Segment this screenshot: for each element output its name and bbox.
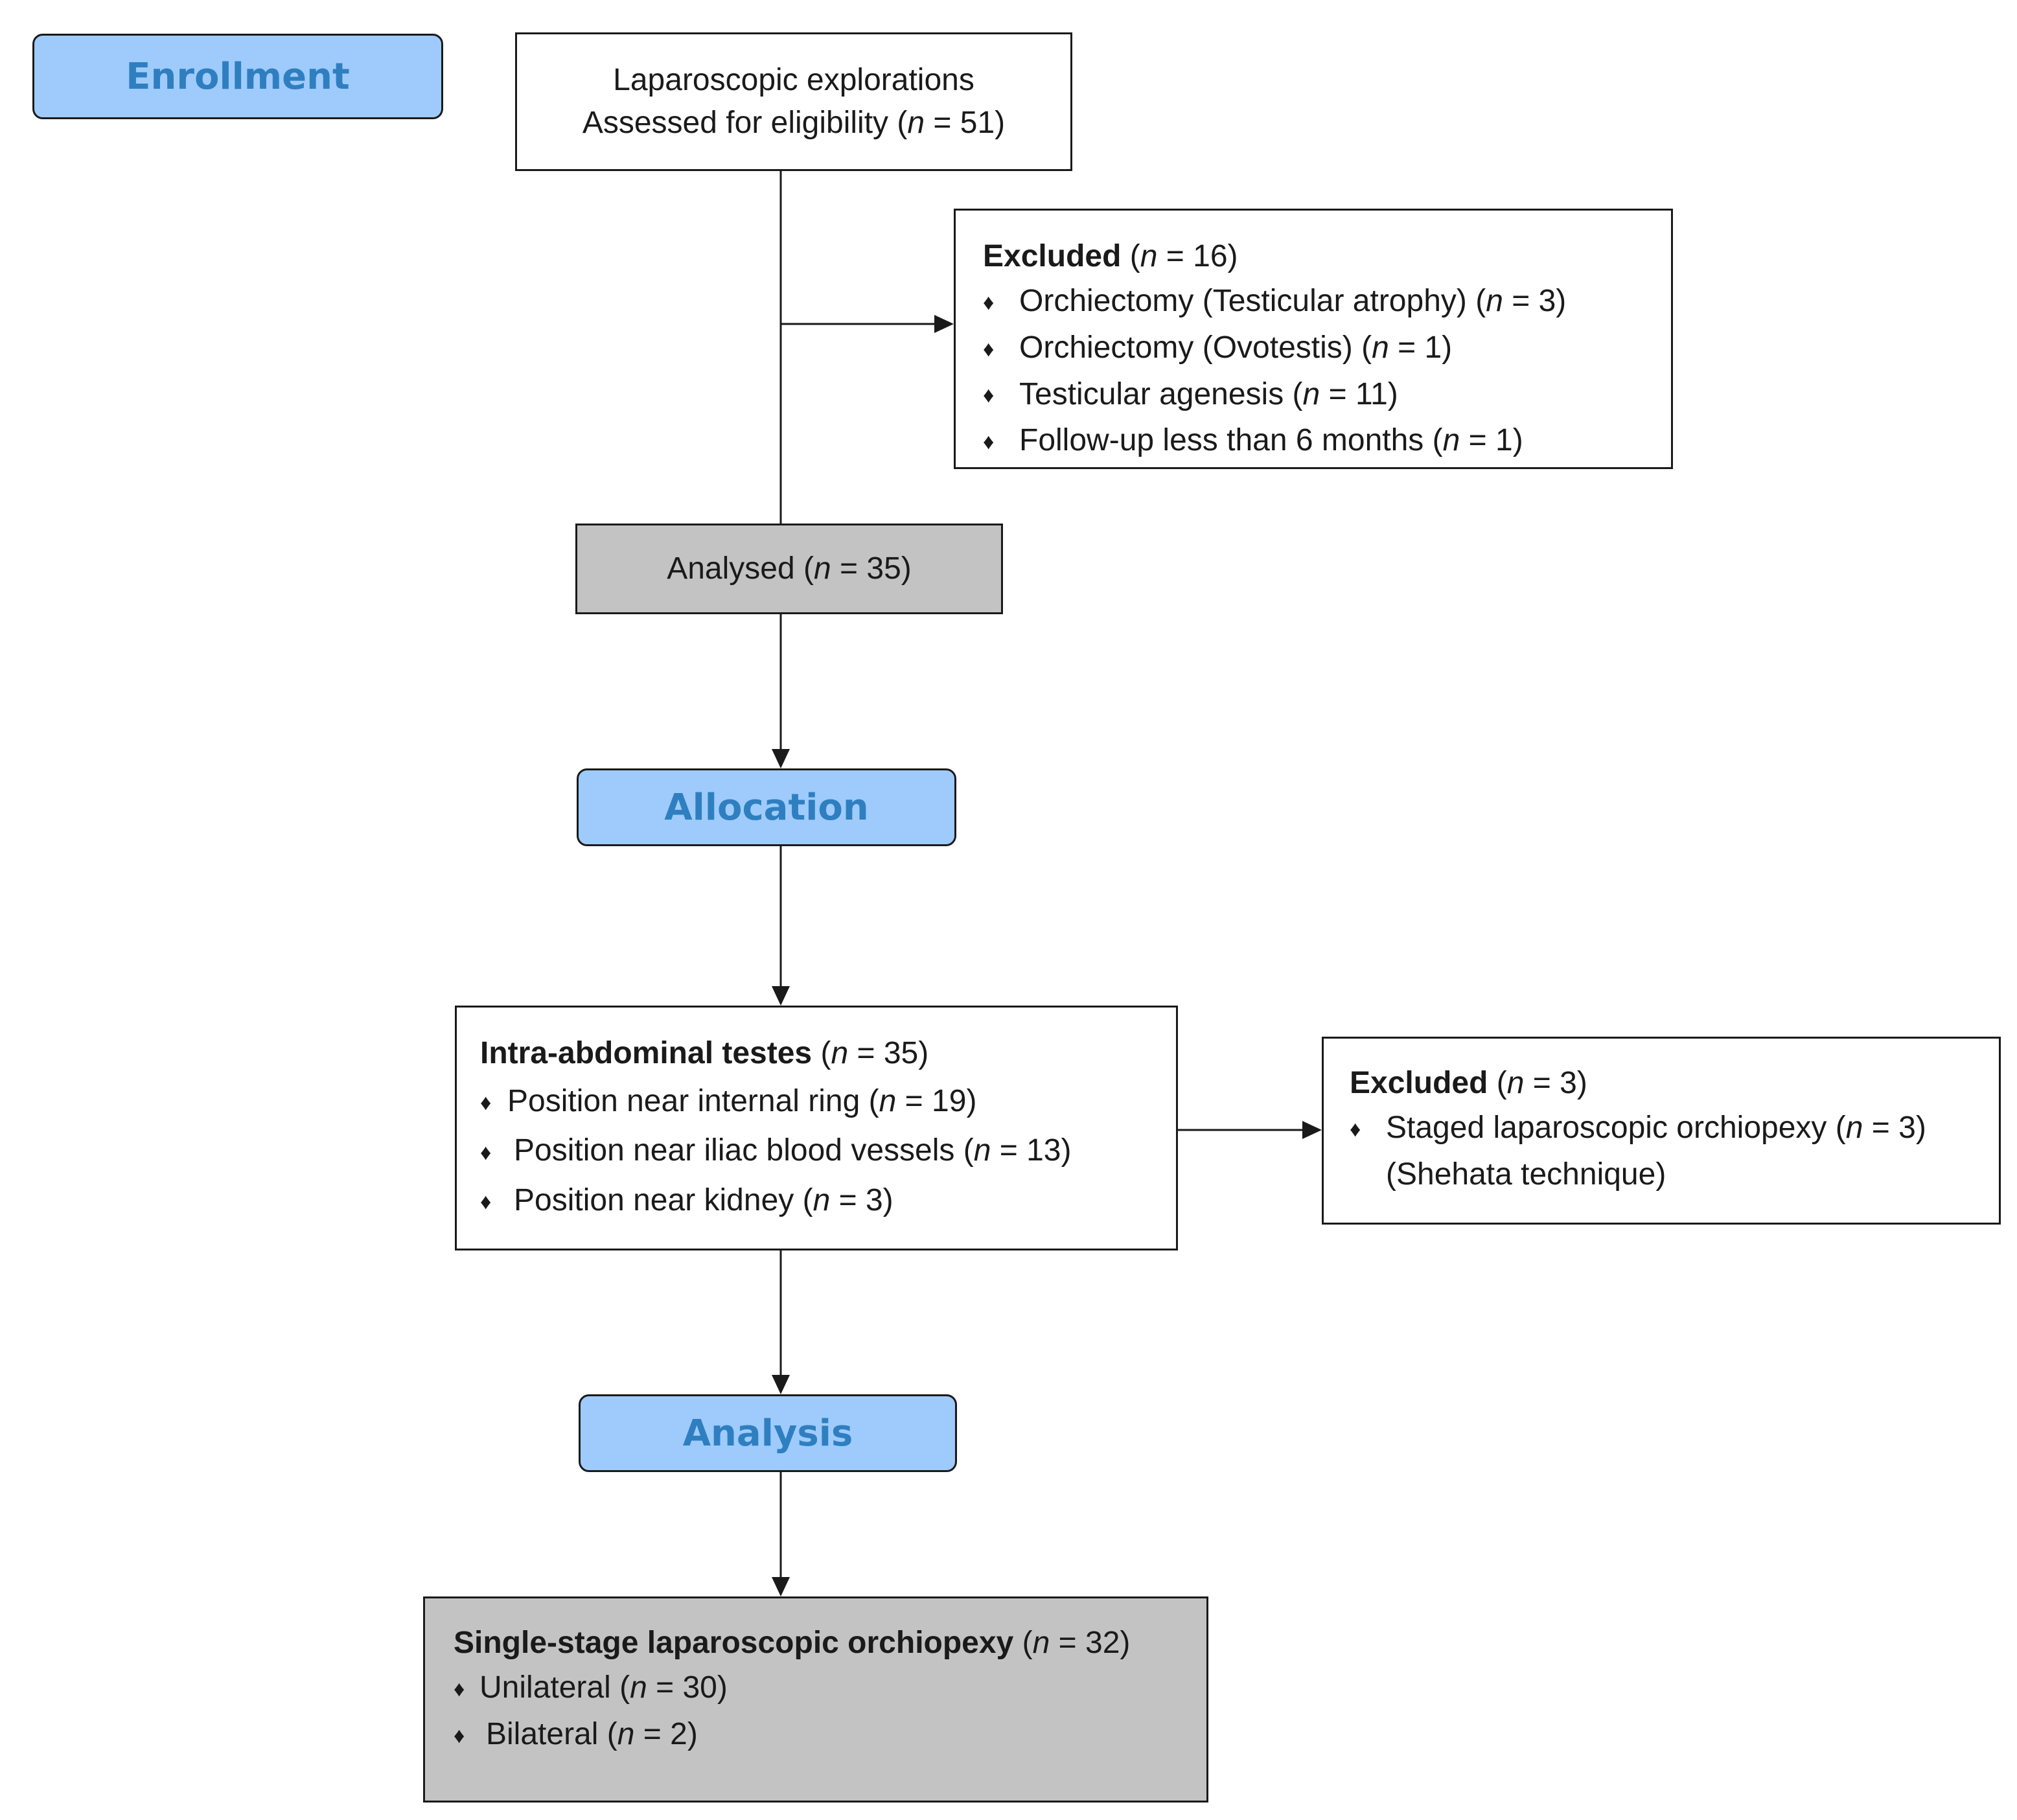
- excluded-1-header: Excluded (n = 16): [983, 234, 1671, 279]
- single-stage-title: Single-stage laparoscopic orchiopexy: [454, 1626, 1014, 1660]
- excluded-1-item-label: Testicular agenesis (: [1019, 376, 1303, 411]
- intra-item-count: = 13): [991, 1133, 1072, 1168]
- diamond-bullet-icon: ♦: [480, 1140, 492, 1165]
- excluded-1-item-count: = 1): [1460, 423, 1523, 458]
- diamond-bullet-icon: ♦: [454, 1676, 465, 1701]
- intra-count: = 35): [848, 1036, 929, 1070]
- excluded-2-item-label: Staged laparoscopic orchiopexy (: [1386, 1111, 1846, 1145]
- excluded-1-item-count: = 3): [1503, 284, 1567, 318]
- arrowhead-excluded-1: [934, 315, 954, 333]
- n-symbol: n: [617, 1716, 635, 1751]
- excluded-1-title-open: (: [1121, 239, 1140, 273]
- arrowhead-excluded-2: [1302, 1121, 1322, 1139]
- diamond-bullet-icon: ♦: [983, 383, 995, 408]
- excluded-2-title: Excluded: [1350, 1066, 1488, 1100]
- excluded-2-item-count: = 3): [1863, 1111, 1926, 1145]
- list-item: ♦ Staged laparoscopic orchiopexy (n = 3): [1350, 1105, 1999, 1152]
- assessed-line-1: Laparoscopic explorations: [613, 63, 974, 97]
- diamond-bullet-icon: ♦: [983, 336, 995, 362]
- n-symbol: n: [630, 1670, 647, 1705]
- n-symbol: n: [814, 551, 831, 586]
- arrowhead-single-stage: [772, 1577, 790, 1596]
- arrowhead-intra: [772, 986, 790, 1006]
- stage-allocation: Allocation: [577, 768, 956, 846]
- single-stage-title-open: (: [1013, 1626, 1033, 1660]
- single-stage-item-count: = 30): [647, 1670, 728, 1705]
- list-item: ♦ Position near iliac blood vessels (n = …: [480, 1127, 1176, 1176]
- stage-analysis: Analysis: [579, 1394, 957, 1472]
- n-symbol: n: [1032, 1626, 1050, 1660]
- list-item: ♦ Position near kidney (n = 3): [480, 1177, 1176, 1226]
- intra-item-label: Position near kidney (: [514, 1182, 813, 1217]
- excluded-1-item-label: Follow-up less than 6 months (: [1019, 423, 1443, 458]
- arrowhead-analysis: [772, 1375, 790, 1394]
- assessed-count: = 51): [925, 106, 1006, 140]
- list-item: ♦ Position near internal ring (n = 19): [480, 1077, 1176, 1127]
- excluded-2-count: = 3): [1524, 1066, 1587, 1100]
- diamond-bullet-icon: ♦: [1350, 1116, 1361, 1142]
- intra-header: Intra-abdominal testes (n = 35): [480, 1030, 1176, 1077]
- list-item: ♦ Bilateral (n = 2): [454, 1712, 1206, 1758]
- n-symbol: n: [831, 1036, 849, 1070]
- list-item: ♦ Follow-up less than 6 months (n = 1): [983, 418, 1671, 465]
- intra-item-count: = 3): [830, 1182, 893, 1217]
- n-symbol: n: [879, 1084, 897, 1118]
- single-stage-header: Single-stage laparoscopic orchiopexy (n …: [454, 1620, 1206, 1665]
- excluded-1-count: = 16): [1157, 239, 1238, 273]
- list-item: ♦ Orchiectomy (Ovotestis) (n = 1): [983, 325, 1671, 372]
- n-symbol: n: [1486, 284, 1503, 318]
- n-symbol: n: [1372, 330, 1389, 365]
- excluded-1-title: Excluded: [983, 239, 1122, 273]
- n-symbol: n: [973, 1133, 991, 1168]
- assessed-box: Laparoscopic explorations Assessed for e…: [515, 32, 1072, 171]
- n-symbol: n: [1140, 239, 1158, 273]
- list-item: ♦ Testicular agenesis (n = 11): [983, 372, 1671, 419]
- diamond-bullet-icon: ♦: [480, 1090, 492, 1116]
- single-stage-box: Single-stage laparoscopic orchiopexy (n …: [423, 1596, 1208, 1803]
- list-item: ♦ Orchiectomy (Testicular atrophy) (n = 3…: [983, 279, 1671, 325]
- n-symbol: n: [1845, 1111, 1863, 1145]
- intra-title-open: (: [812, 1036, 831, 1070]
- single-stage-item-count: = 2): [634, 1716, 698, 1751]
- analysed-prefix: Analysed (: [667, 551, 814, 586]
- assessed-prefix: Assessed for eligibility (: [582, 106, 908, 140]
- excluded-1-item-label: Orchiectomy (Ovotestis) (: [1019, 330, 1372, 365]
- assessed-line-2: Assessed for eligibility (n = 51): [582, 102, 1005, 144]
- intra-title: Intra-abdominal testes: [480, 1036, 813, 1070]
- n-symbol: n: [1302, 376, 1320, 411]
- intra-item-count: = 19): [896, 1084, 977, 1118]
- n-symbol: n: [1442, 423, 1460, 458]
- single-stage-item-label: Unilateral (: [479, 1670, 630, 1705]
- single-stage-item-label: Bilateral (: [486, 1716, 617, 1751]
- excluded-1-item-count: = 11): [1320, 376, 1398, 411]
- diamond-bullet-icon: ♦: [480, 1189, 492, 1214]
- excluded-2-continuation: (Shehata technique): [1386, 1157, 1666, 1192]
- n-symbol: n: [1506, 1066, 1525, 1100]
- n-symbol: n: [907, 106, 925, 140]
- excluded-1-item-count: = 1): [1389, 330, 1453, 365]
- diamond-bullet-icon: ♦: [983, 430, 995, 455]
- diamond-bullet-icon: ♦: [983, 290, 995, 315]
- list-item: ♦ Unilateral (n = 30): [454, 1665, 1206, 1712]
- excluded-1-item-label: Orchiectomy (Testicular atrophy) (: [1019, 284, 1486, 318]
- stage-enrollment: Enrollment: [32, 34, 443, 119]
- excluded-box-2: Excluded (n = 3) ♦Staged laparoscopic or…: [1322, 1037, 2001, 1225]
- analysed-box: Analysed (n = 35): [575, 524, 1003, 614]
- analysed-line: Analysed (n = 35): [667, 547, 912, 590]
- diamond-bullet-icon: ♦: [454, 1723, 465, 1748]
- analysed-count: = 35): [831, 551, 912, 586]
- excluded-box-1: Excluded (n = 16) ♦Orchiectomy (Testicul…: [954, 209, 1673, 469]
- excluded-2-title-open: (: [1488, 1066, 1507, 1100]
- arrowhead-allocation: [772, 749, 790, 768]
- intra-abdominal-box: Intra-abdominal testes (n = 35) ♦Positio…: [455, 1006, 1178, 1250]
- intra-item-label: Position near internal ring (: [507, 1084, 879, 1118]
- excluded-2-header: Excluded (n = 3): [1350, 1061, 1999, 1105]
- single-stage-count: = 32): [1050, 1626, 1131, 1660]
- intra-item-label: Position near iliac blood vessels (: [514, 1133, 974, 1168]
- n-symbol: n: [813, 1182, 831, 1217]
